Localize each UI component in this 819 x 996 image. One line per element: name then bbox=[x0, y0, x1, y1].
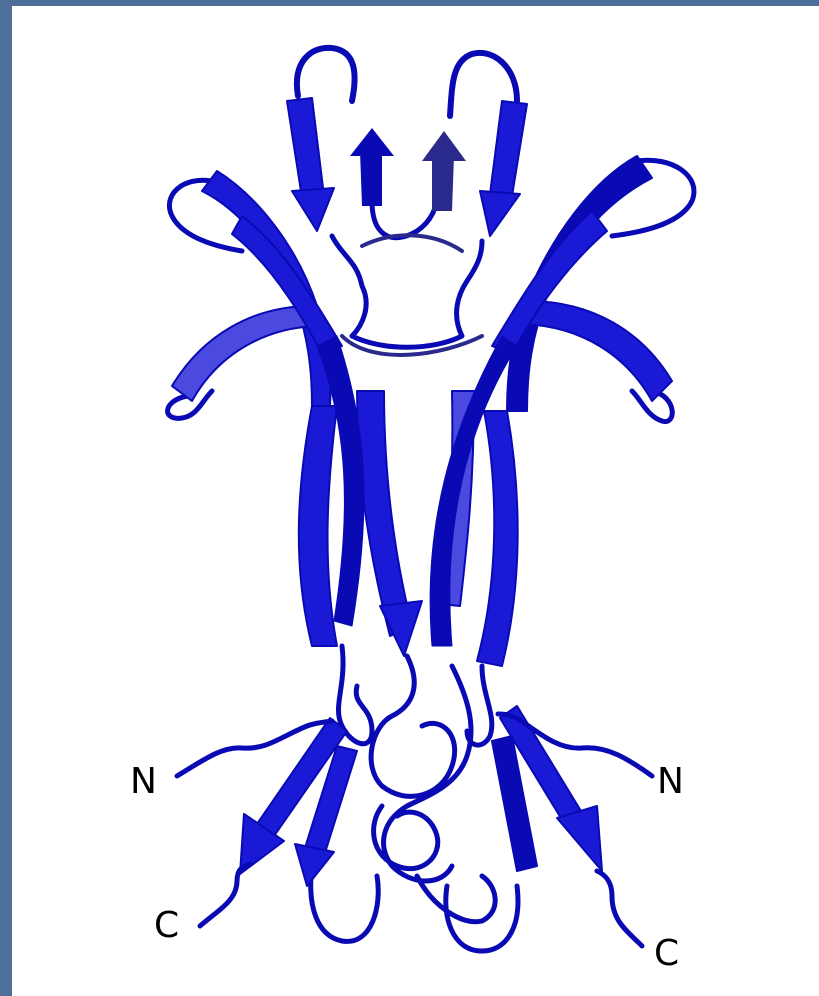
strand-top-left-2 bbox=[360, 151, 382, 206]
arrow-lower-right-1 bbox=[557, 806, 602, 871]
loop-top-left bbox=[297, 48, 355, 101]
coil-bottom-left bbox=[311, 866, 378, 941]
strand-right-long-1 bbox=[477, 411, 518, 666]
ribbon-left-wing-2 bbox=[172, 306, 317, 401]
strand-top-right-2 bbox=[490, 101, 527, 196]
label-c-left: C bbox=[154, 908, 179, 944]
ribbon-right-wing-1 bbox=[507, 156, 652, 411]
strand-left-long-2 bbox=[357, 391, 412, 636]
coil-central-upper bbox=[332, 236, 482, 347]
ribbon-right-wing-2 bbox=[522, 301, 672, 401]
arrow-top-right-2 bbox=[480, 191, 520, 236]
arrow-top-right-1 bbox=[422, 131, 466, 161]
strand-top-right-1 bbox=[432, 156, 454, 211]
coil-central-link bbox=[362, 235, 462, 251]
image-canvas: N N C C bbox=[12, 6, 819, 996]
label-n-left: N bbox=[130, 764, 157, 800]
protein-ribbon-diagram bbox=[12, 6, 819, 996]
label-c-right: C bbox=[654, 936, 679, 972]
coil-lower-center-2 bbox=[384, 666, 471, 881]
strand-left-long-1 bbox=[299, 406, 337, 646]
arrow-left-long-2 bbox=[380, 601, 422, 656]
arrow-lower-left-2 bbox=[295, 844, 334, 886]
arrow-top-left-1 bbox=[292, 188, 334, 231]
label-n-right: N bbox=[657, 764, 684, 800]
arrow-top-left-2 bbox=[350, 128, 394, 156]
coil-lower-center-1 bbox=[371, 656, 455, 796]
tail-c-right bbox=[597, 871, 642, 946]
strand-top-left-1 bbox=[287, 98, 324, 198]
